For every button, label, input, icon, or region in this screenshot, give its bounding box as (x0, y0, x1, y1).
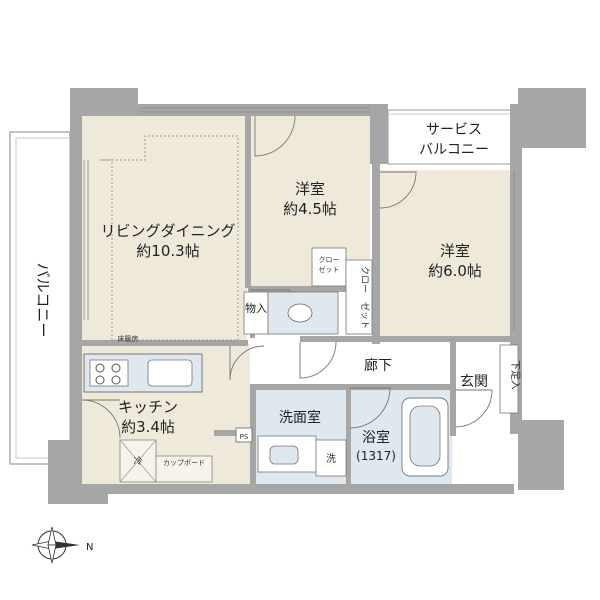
balcony-label: バルコニー (34, 263, 52, 338)
washroom-fixtures (235, 427, 347, 477)
sink (147, 359, 193, 387)
closet-large-line1: クロー (359, 266, 370, 293)
corridor-floor (300, 340, 455, 388)
washer-label: 洗 (326, 453, 336, 465)
windows (83, 107, 515, 330)
service-balcony-line2: バルコニー (419, 142, 489, 158)
floor-heating-note: 床暖房 (118, 334, 139, 343)
closet-small-line2: ゼット (319, 265, 340, 274)
ps-label: PS (240, 433, 249, 441)
fridge-label: 冷 (133, 455, 142, 467)
corridor-name: 廊下 (364, 357, 392, 374)
washroom-name: 洗面室 (279, 409, 321, 426)
bath-name: 浴室 (362, 429, 390, 446)
bath-size: (1317) (356, 449, 396, 463)
room-labels: リビングダイニング 約10.3帖 床暖房 洋室 約4.5帖 洋室 約6.0帖 キ… (34, 122, 521, 553)
western1-size: 約4.5帖 (283, 200, 337, 218)
floor-heating-area (100, 135, 239, 341)
storage-label: 物入 (245, 301, 267, 315)
closet-large-line2: ゼット (359, 302, 371, 329)
western2-name: 洋室 (440, 242, 470, 260)
service-balcony-line1: サービス (426, 122, 482, 138)
kitchen-counter (83, 353, 203, 393)
service-balcony-outline (387, 109, 521, 165)
western2-size: 約6.0帖 (428, 262, 482, 280)
kitchen-size: 約3.4帖 (121, 418, 175, 436)
fridge-cupboard (119, 439, 213, 483)
living-name: リビングダイニング (100, 222, 235, 240)
kitchen-name: キッチン (118, 398, 178, 416)
closet-small-line1: クロー (319, 256, 340, 264)
compass-north-label: N (86, 542, 93, 553)
living-floor (82, 116, 247, 344)
cupboard-label: カップボード (163, 459, 205, 467)
western2-floor (378, 170, 510, 340)
compass-icon (31, 526, 80, 564)
living-size: 約10.3帖 (136, 242, 199, 260)
stove (89, 359, 129, 387)
closets (243, 247, 519, 414)
shoe-storage-label: 下足入 (509, 360, 521, 390)
toilet (287, 303, 313, 323)
western1-floor (250, 116, 370, 286)
bathtub (401, 397, 449, 477)
western1-name: 洋室 (295, 180, 325, 198)
entrance-name: 玄関 (460, 373, 488, 390)
